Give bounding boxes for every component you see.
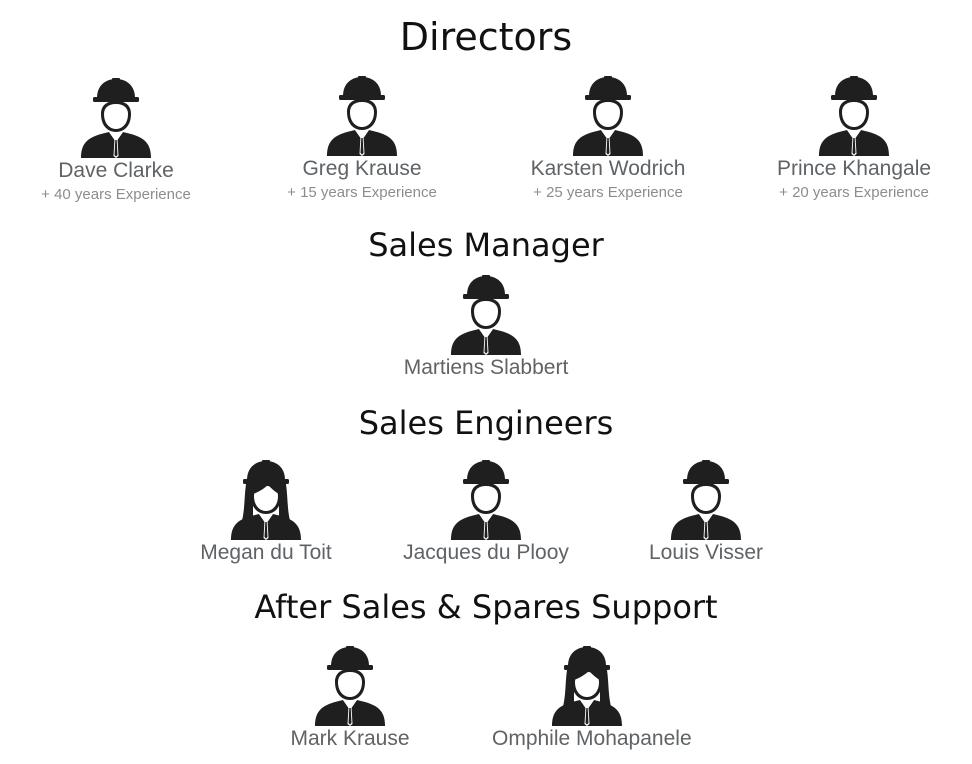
member-name: Omphile Mohapanele [492,727,692,750]
member-name: Jacques du Plooy [403,541,569,564]
director-card: Greg Krause + 15 years Experience [267,74,457,200]
male-worker-icon [449,458,523,540]
sales-engineer-card: Jacques du Plooy [391,458,581,563]
director-card: Prince Khangale + 20 years Experience [759,74,949,200]
member-experience: + 25 years Experience [533,184,683,201]
member-name: Louis Visser [648,541,763,564]
directors-heading: Directors [399,15,573,59]
member-name: Prince Khangale [776,157,932,180]
female-worker-icon [229,458,303,540]
male-worker-icon [449,273,523,355]
after-sales-card: Mark Krause [255,644,445,749]
member-name: Karsten Wodrich [530,157,686,180]
member-experience: + 15 years Experience [287,184,437,201]
male-worker-icon [669,458,743,540]
male-worker-icon [313,644,387,726]
male-worker-icon [571,74,645,156]
member-experience: + 20 years Experience [779,184,929,201]
male-worker-icon [79,76,153,158]
sales-engineers-heading: Sales Engineers [358,404,614,442]
member-name: Dave Clarke [58,159,174,182]
member-experience: + 40 years Experience [41,186,191,203]
after-sales-card: Omphile Mohapanele [492,644,692,750]
director-card: Dave Clarke + 40 years Experience [21,76,211,202]
sales-engineer-card: Louis Visser [611,458,801,563]
sales-manager-card: Martiens Slabbert [391,273,581,378]
member-name: Megan du Toit [200,541,332,564]
after-sales-heading: After Sales & Spares Support [254,588,718,626]
sales-engineer-card: Megan du Toit [171,458,361,563]
member-name: Greg Krause [302,157,422,180]
member-name: Martiens Slabbert [403,356,569,379]
director-card: Karsten Wodrich + 25 years Experience [513,74,703,200]
sales-manager-heading: Sales Manager [368,226,604,264]
member-name: Mark Krause [290,727,410,750]
male-worker-icon [817,74,891,156]
female-worker-icon [550,644,624,726]
male-worker-icon [325,74,399,156]
